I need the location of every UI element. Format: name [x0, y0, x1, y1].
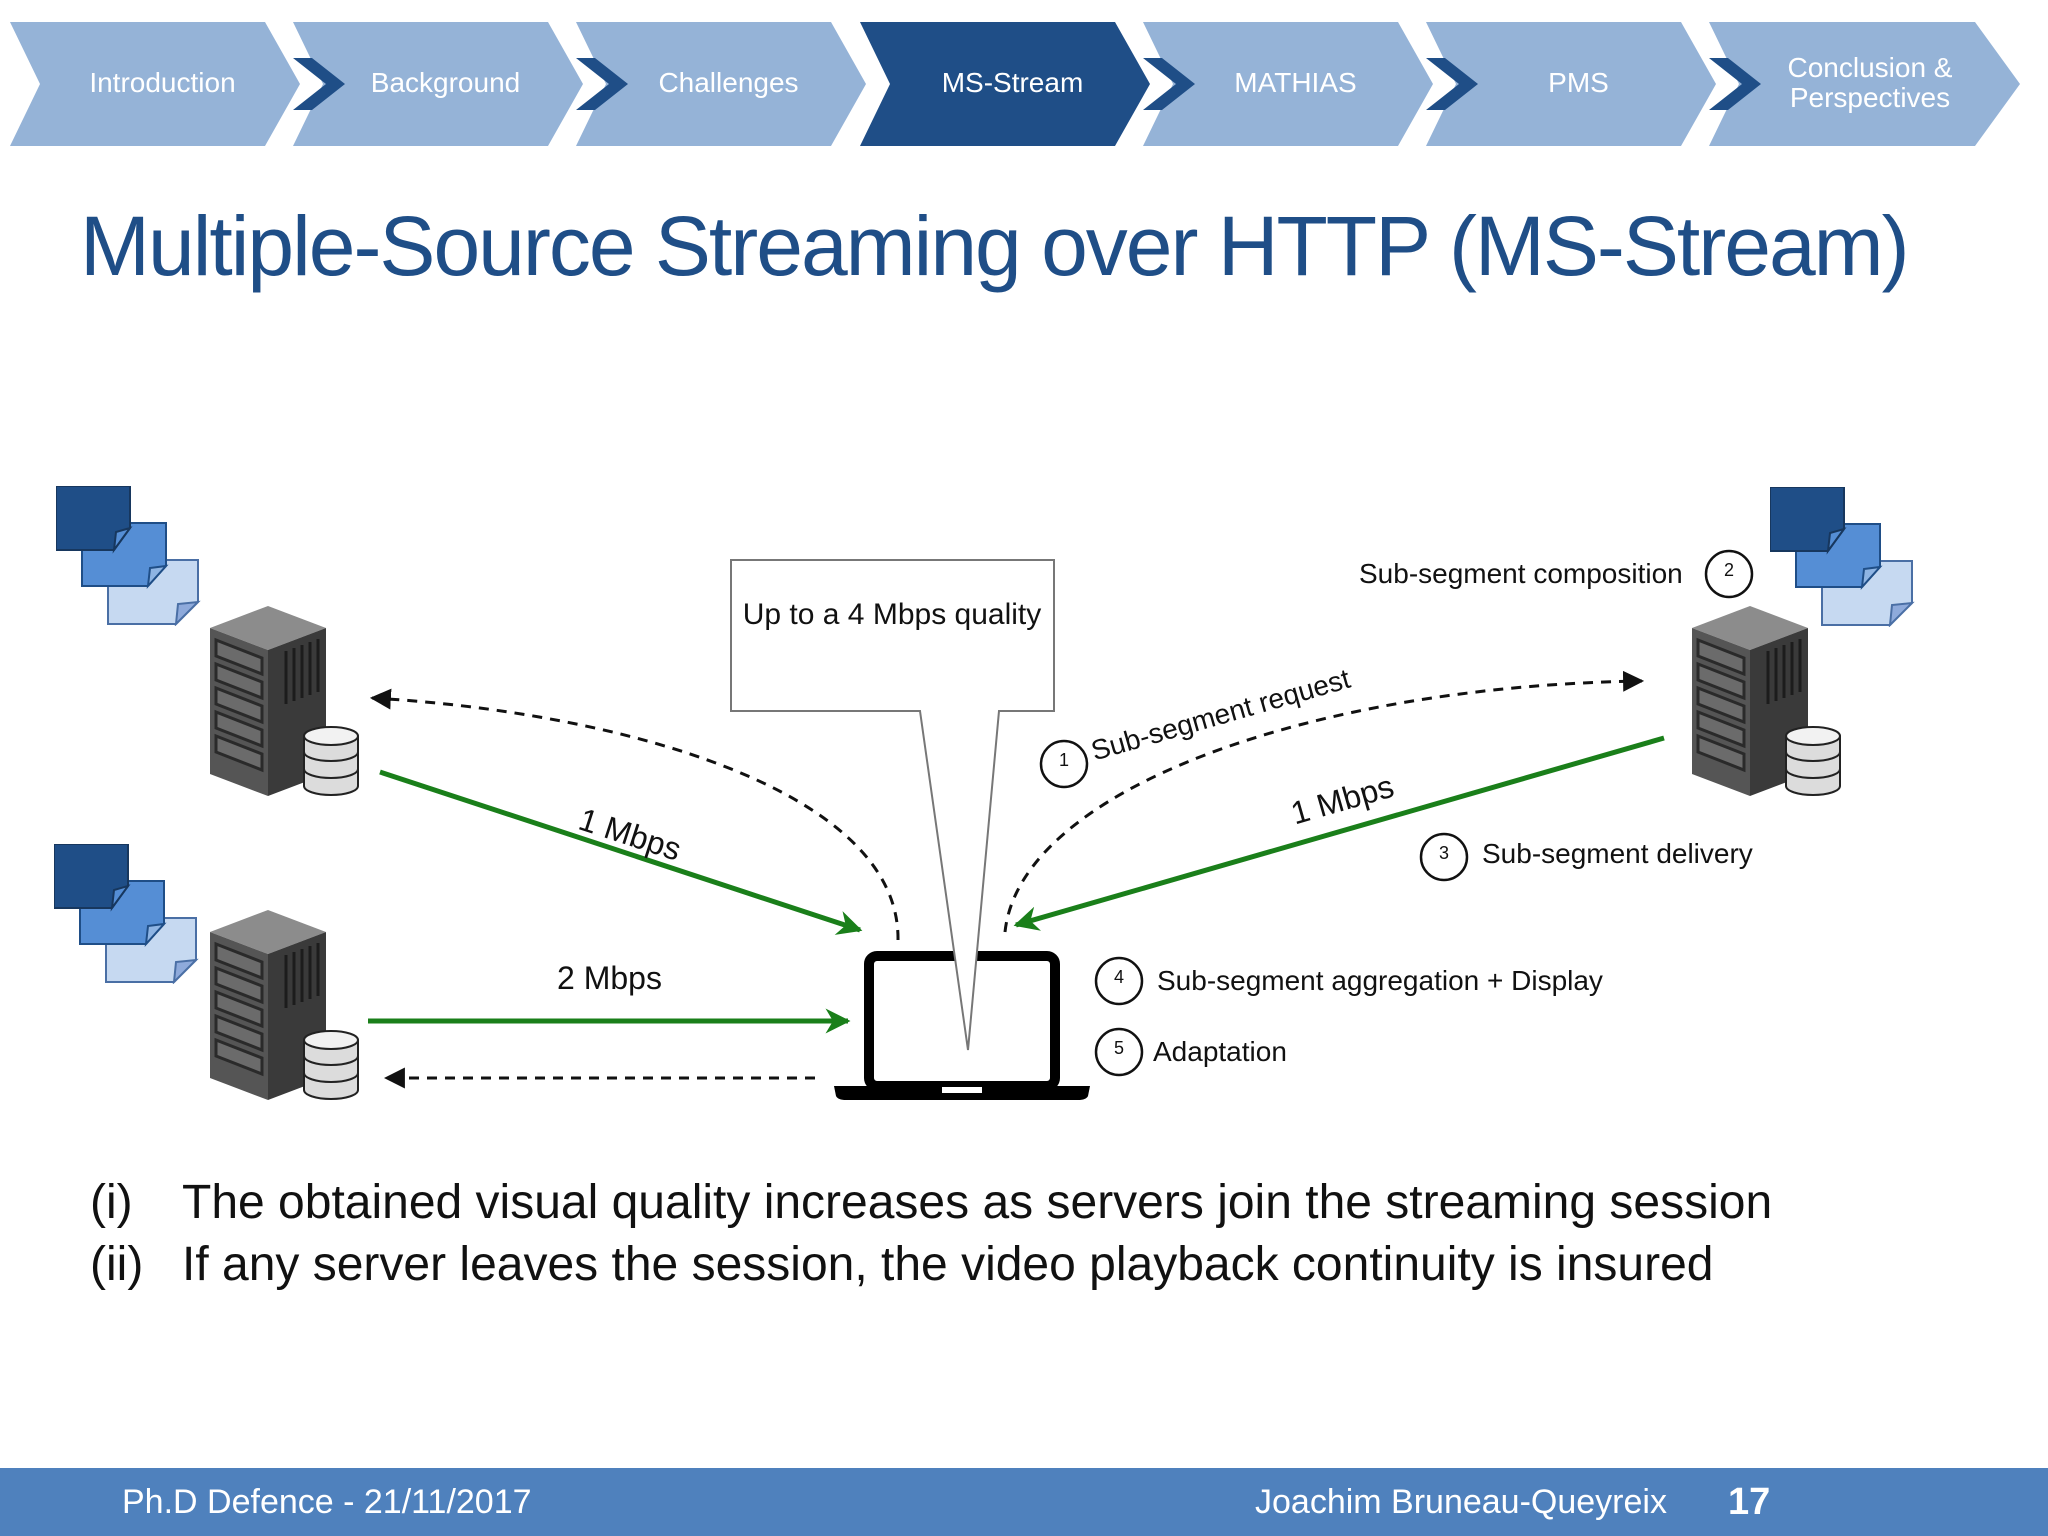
section-nav: Introduction Background Challenges MS-St… — [0, 0, 2048, 150]
step-5-number: 5 — [1113, 1038, 1124, 1058]
nav-arrow-mathias — [1143, 22, 1433, 146]
nav-item-pms[interactable]: PMS — [1548, 67, 1609, 98]
footer-event-date: Ph.D Defence - 21/11/2017 — [122, 1483, 532, 1521]
bullet-list: (i) The obtained visual quality increase… — [90, 1172, 1990, 1296]
nav-item-background[interactable]: Background — [370, 67, 521, 98]
step-3-circle — [1419, 832, 1469, 882]
nav-arrow-pms — [1426, 22, 1716, 146]
rate-label-bottom-left: 2 Mbps — [557, 960, 662, 996]
nav-item-introduction[interactable]: Introduction — [89, 67, 236, 98]
slide-footer: Ph.D Defence - 21/11/2017 Joachim Brunea… — [0, 1468, 2048, 1536]
quality-callout-box — [730, 559, 1055, 1051]
server-bottom-left-icon — [208, 910, 360, 1102]
step-1-number: 1 — [1058, 750, 1069, 770]
chevron-icon — [576, 58, 628, 110]
diagram-graphics — [54, 486, 1913, 1102]
nav-arrows — [10, 22, 2020, 146]
step-5-circle — [1094, 1027, 1144, 1077]
nav-arrow-conclusion — [1709, 22, 2020, 146]
segments-icon — [1770, 487, 1913, 626]
step-1-circle — [1039, 739, 1089, 789]
step-2-number: 2 — [1723, 560, 1734, 580]
quality-callout-text: Up to a 4 Mbps quality — [742, 598, 1042, 631]
bullet-item: (ii) If any server leaves the session, t… — [90, 1234, 1990, 1296]
server-right-icon — [1690, 606, 1842, 798]
nav-arrow-introduction — [10, 22, 300, 146]
step-5-label: Adaptation — [1153, 1036, 1287, 1067]
nav-item-ms-stream[interactable]: MS-Stream — [941, 67, 1084, 98]
nav-arrow-challenges — [576, 22, 866, 146]
rate-arrow-right — [1013, 735, 1665, 931]
chevron-icon — [1709, 58, 1761, 110]
step-4-number: 4 — [1113, 967, 1124, 987]
request-arrow-top-left — [369, 688, 900, 941]
step-4-label: Sub-segment aggregation + Display — [1157, 965, 1603, 996]
nav-item-challenges[interactable]: Challenges — [658, 67, 799, 98]
server-top-left-icon — [208, 606, 360, 798]
step-3-label: Sub-segment delivery — [1482, 838, 1753, 869]
segments-icon — [54, 844, 197, 983]
request-arrow-right — [1003, 670, 1645, 933]
step-4-circle — [1094, 956, 1144, 1006]
nav-arrow-ms-stream — [860, 22, 1150, 146]
step-2-circle — [1704, 549, 1754, 599]
nav-arrow-background — [293, 22, 583, 146]
laptop-icon — [834, 951, 1090, 1100]
step-3-number: 3 — [1438, 843, 1449, 863]
nav-item-conclusion[interactable]: Conclusion & Perspectives — [1787, 52, 1953, 113]
ms-stream-diagram: 1 2 3 4 5 Sub-segment request Sub-segmen… — [0, 470, 2048, 1130]
segments-icon — [56, 486, 199, 625]
chevron-icon — [293, 58, 345, 110]
page-number: 17 — [1728, 1481, 1771, 1523]
footer-author: Joachim Bruneau-Queyreix — [1255, 1483, 1667, 1521]
nav-item-mathias[interactable]: MATHIAS — [1234, 67, 1357, 98]
bullet-text: If any server leaves the session, the vi… — [182, 1238, 1714, 1291]
step-2-label: Sub-segment composition — [1359, 558, 1683, 589]
chevron-icon — [1426, 58, 1478, 110]
bullet-marker: (i) — [90, 1176, 133, 1229]
bullet-marker: (ii) — [90, 1238, 144, 1291]
slide-title: Multiple-Source Streaming over HTTP (MS-… — [80, 199, 1910, 293]
bullet-text: The obtained visual quality increases as… — [182, 1176, 1773, 1229]
chevron-icon — [1143, 58, 1195, 110]
rate-arrow-top-left — [379, 769, 863, 935]
bullet-item: (i) The obtained visual quality increase… — [90, 1172, 1990, 1234]
